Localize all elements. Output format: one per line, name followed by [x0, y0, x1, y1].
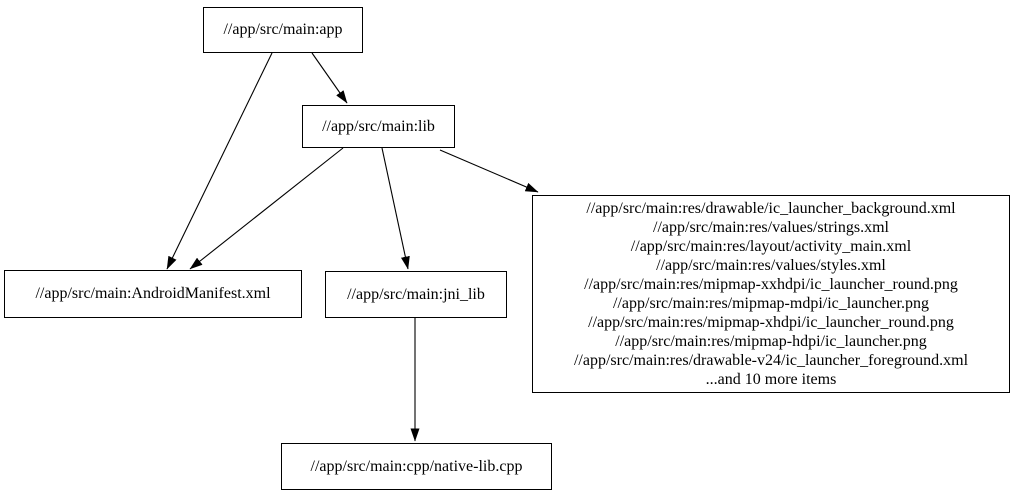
node-android-manifest: //app/src/main:AndroidManifest.xml	[4, 270, 302, 318]
edge-app-to-manifest	[166, 52, 273, 270]
node-native-lib-cpp-label: //app/src/main:cpp/native-lib.cpp	[310, 457, 523, 475]
node-lib: //app/src/main:lib	[302, 105, 455, 148]
node-app: //app/src/main:app	[203, 7, 363, 53]
node-android-manifest-label: //app/src/main:AndroidManifest.xml	[35, 285, 271, 302]
res-file-item: //app/src/main:res/values/strings.xml	[653, 218, 889, 236]
res-file-item: //app/src/main:res/mipmap-hdpi/ic_launch…	[615, 333, 927, 351]
res-more-items: ...and 10 more items	[705, 371, 837, 389]
edge-lib-to-manifest	[189, 147, 344, 270]
node-app-label: //app/src/main:app	[223, 21, 343, 38]
edge-app-to-lib	[311, 52, 348, 104]
res-file-item: //app/src/main:res/layout/activity_main.…	[630, 237, 912, 255]
node-native-lib-cpp: //app/src/main:cpp/native-lib.cpp	[281, 443, 552, 490]
res-file-item: //app/src/main:res/mipmap-xxhdpi/ic_laun…	[584, 275, 958, 293]
node-lib-label: //app/src/main:lib	[322, 117, 435, 135]
res-file-item: //app/src/main:res/drawable-v24/ic_launc…	[573, 352, 969, 370]
res-file-item: //app/src/main:res/mipmap-mdpi/ic_launch…	[613, 295, 929, 312]
node-jni-lib-label: //app/src/main:jni_lib	[347, 285, 485, 303]
res-file-item: //app/src/main:res/mipmap-xhdpi/ic_launc…	[588, 314, 954, 332]
res-file-item: //app/src/main:res/values/styles.xml	[656, 256, 886, 274]
node-jni-lib: //app/src/main:jni_lib	[325, 271, 507, 318]
edge-lib-to-res-files	[439, 149, 539, 193]
node-res-files: //app/src/main:res/drawable/ic_launcher_…	[532, 195, 1010, 393]
res-file-item: //app/src/main:res/drawable/ic_launcher_…	[586, 199, 956, 217]
edge-lib-to-jni-lib	[381, 147, 410, 270]
